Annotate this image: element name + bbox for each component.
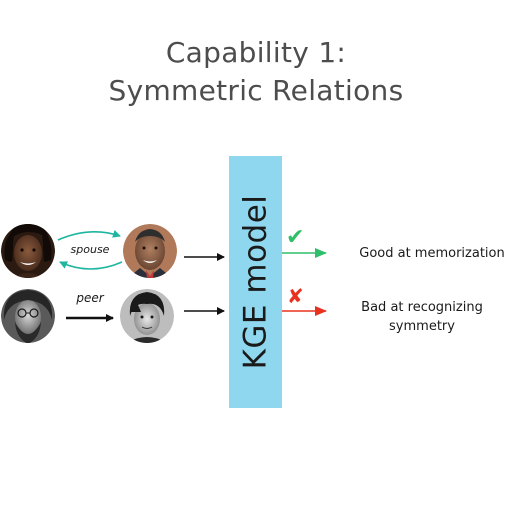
kge-model-label: KGE model bbox=[237, 194, 274, 370]
relation-label-peer: peer bbox=[76, 291, 104, 305]
title-line-1: Capability 1: bbox=[165, 36, 347, 69]
title-line-2: Symmetric Relations bbox=[108, 74, 404, 107]
kge-model-box bbox=[229, 156, 282, 408]
slide-title: Capability 1: Symmetric Relations bbox=[0, 34, 512, 110]
portrait-paul-mccartney bbox=[120, 289, 174, 343]
kge-model-label-wrap: KGE model bbox=[229, 156, 282, 408]
cross-icon: ✘ bbox=[287, 284, 304, 308]
spouse-arrow-backward bbox=[59, 261, 123, 270]
outcome-bad-text: Bad at recognizing symmetry bbox=[361, 300, 483, 334]
portrait-barack-obama bbox=[123, 224, 177, 278]
spouse-arrow-forward bbox=[57, 229, 121, 241]
portrait-john-lennon bbox=[1, 289, 55, 343]
check-icon: ✔ bbox=[286, 225, 305, 250]
outcome-good-text: Good at memorization bbox=[359, 246, 505, 261]
portrait-michelle-obama bbox=[1, 224, 55, 278]
relation-label-spouse: spouse bbox=[70, 243, 110, 256]
